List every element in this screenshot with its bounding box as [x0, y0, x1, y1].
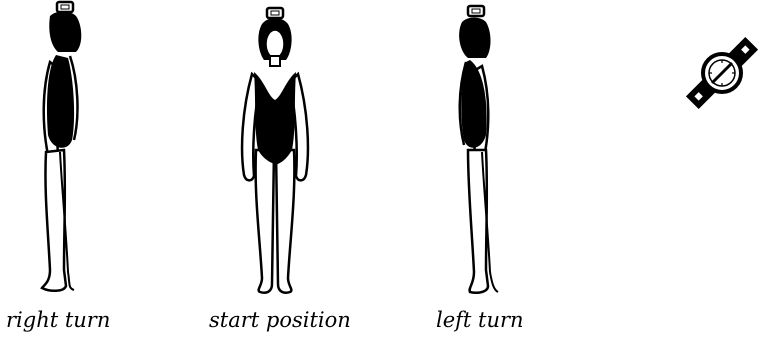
figure-start-position: [230, 0, 320, 300]
head-weight-icon: [267, 8, 283, 18]
wrist-device-icon: [682, 28, 762, 118]
caption-right-turn: right turn: [6, 308, 110, 332]
head-weight-icon: [57, 2, 73, 12]
head-weight-icon: [468, 6, 484, 16]
caption-start-position: start position: [209, 308, 351, 332]
figure-right-turn: [20, 0, 100, 300]
figure-left-turn: [438, 0, 518, 300]
caption-left-turn: left turn: [436, 308, 524, 332]
